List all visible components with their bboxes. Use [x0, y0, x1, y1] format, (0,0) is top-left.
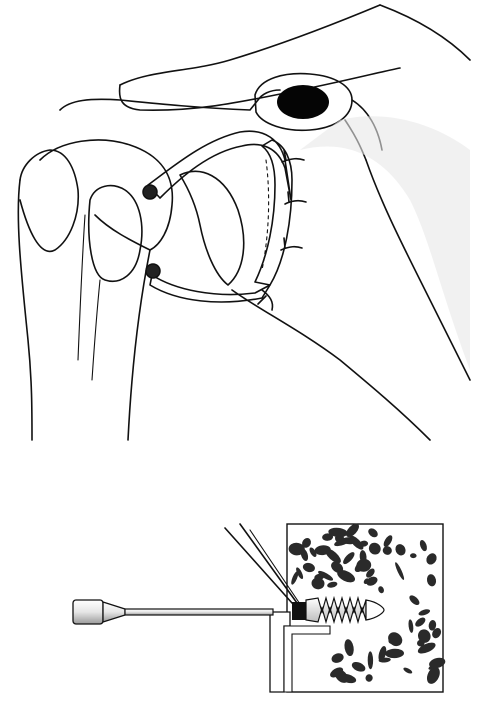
suture-4 — [258, 290, 273, 310]
suture-3 — [281, 238, 302, 250]
insertion-needle — [73, 600, 273, 624]
tendon-graft — [143, 131, 306, 310]
chest-shadow — [300, 116, 470, 370]
shoulder-joint-illustration — [18, 5, 470, 440]
needle-hub — [73, 600, 103, 624]
greater-tuberosity — [20, 150, 78, 251]
scapula-lower-edge — [232, 290, 430, 440]
anchor-socket — [292, 602, 306, 620]
graft-lower-limb — [150, 275, 270, 302]
graft-tunnel-upper — [143, 185, 157, 199]
graft-tunnel-lower — [146, 264, 160, 278]
suture-anchor-illustration — [73, 521, 447, 692]
scapula-outline — [380, 5, 470, 60]
needle-shaft — [125, 609, 273, 615]
needle-hub-cone — [103, 602, 125, 622]
graft-vertical-limb — [255, 140, 292, 285]
clavicle-outline — [120, 5, 380, 85]
suture-limb-1 — [225, 528, 292, 603]
suture-2 — [285, 192, 306, 204]
bicipital-groove-2 — [92, 280, 100, 380]
bicipital-groove — [78, 215, 85, 360]
graft-seam — [262, 160, 269, 270]
lesser-tuberosity — [89, 186, 142, 282]
coracoid-hole — [277, 85, 329, 119]
glenoid — [180, 171, 244, 285]
humerus-shaft-right — [128, 250, 150, 440]
